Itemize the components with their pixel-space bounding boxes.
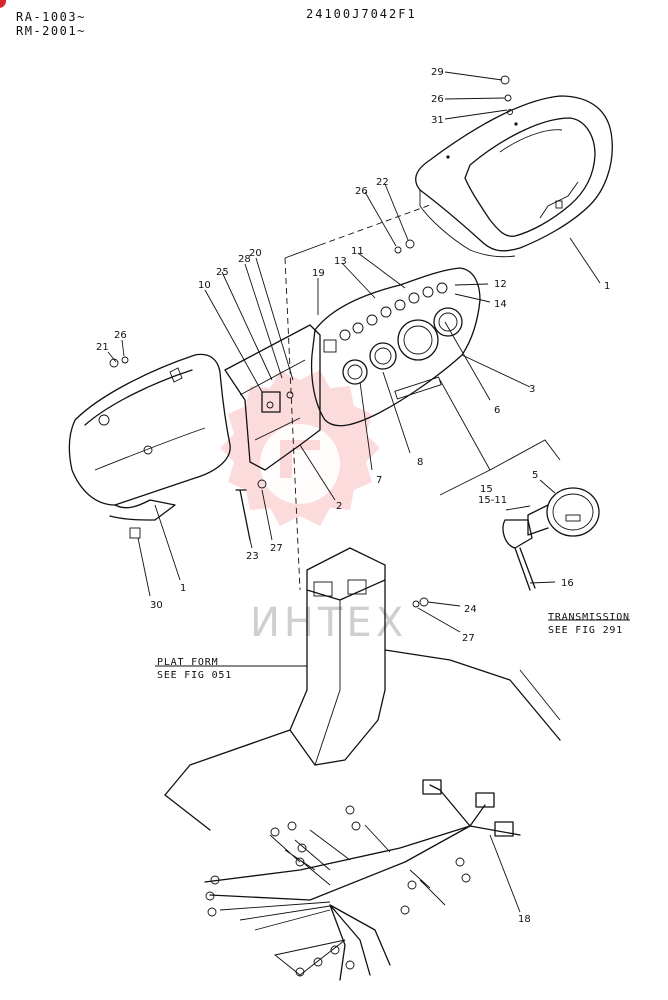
callout-29: 29 [431,67,444,78]
fasteners [109,75,513,608]
callout-26: 26 [431,94,444,105]
callout-21: 21 [96,342,109,353]
callout-15: 15 [480,484,493,495]
callout-27: 27 [462,633,475,644]
diagram-id: 24100J7042F1 [306,7,417,21]
callout-6: 6 [494,405,500,416]
callout-1: 1 [180,583,186,594]
watermark-gear [220,370,380,526]
corner-marker [0,0,6,8]
steering-column-cover [289,547,386,766]
callout-24: 24 [464,604,477,615]
callout-11: 11 [351,246,364,257]
callout-26: 26 [114,330,127,341]
model-range-1: RA-1003~ [16,10,86,24]
callout-7: 7 [376,475,382,486]
callout-10: 10 [198,280,211,291]
assembly-dashes [284,204,561,591]
watermark-text: ИНТЕХ [250,600,407,646]
callout-1: 1 [604,281,610,292]
instrument-panel [310,267,481,427]
callout-16: 16 [561,578,574,589]
callout-30: 30 [150,600,163,611]
callout-19: 19 [312,268,325,279]
callout-15-11: 15-11 [478,495,507,506]
callout-labels: 29 26 31 1 22 26 11 13 12 14 19 20 28 25… [96,67,610,925]
callout-2: 2 [336,501,342,512]
dash-cover-lower [68,353,231,521]
wiring-harness [204,779,521,981]
leader-lines [107,71,630,913]
callout-22: 22 [376,177,389,188]
callout-13: 13 [334,256,347,267]
transmission-note: TRANSMISSION [548,612,630,623]
callout-27: 27 [270,543,283,554]
callout-14: 14 [494,299,507,310]
callout-28: 28 [238,254,251,265]
callout-26: 26 [355,186,368,197]
callout-3: 3 [529,384,535,395]
meter-cover-upper [415,95,613,258]
callout-23: 23 [246,551,259,562]
callout-5: 5 [532,470,538,481]
callout-18: 18 [518,914,531,925]
platform-ref: SEE FIG 051 [157,670,232,681]
callout-12: 12 [494,279,507,290]
platform-floor [164,649,561,831]
callout-25: 25 [216,267,229,278]
callout-8: 8 [417,457,423,468]
callout-31: 31 [431,115,444,126]
transmission-ref: SEE FIG 291 [548,625,623,636]
model-range-2: RM-2001~ [16,24,86,38]
callout-20: 20 [249,248,262,259]
tachometer-gauge [502,487,600,591]
platform-note: PLAT FORM [157,657,218,668]
